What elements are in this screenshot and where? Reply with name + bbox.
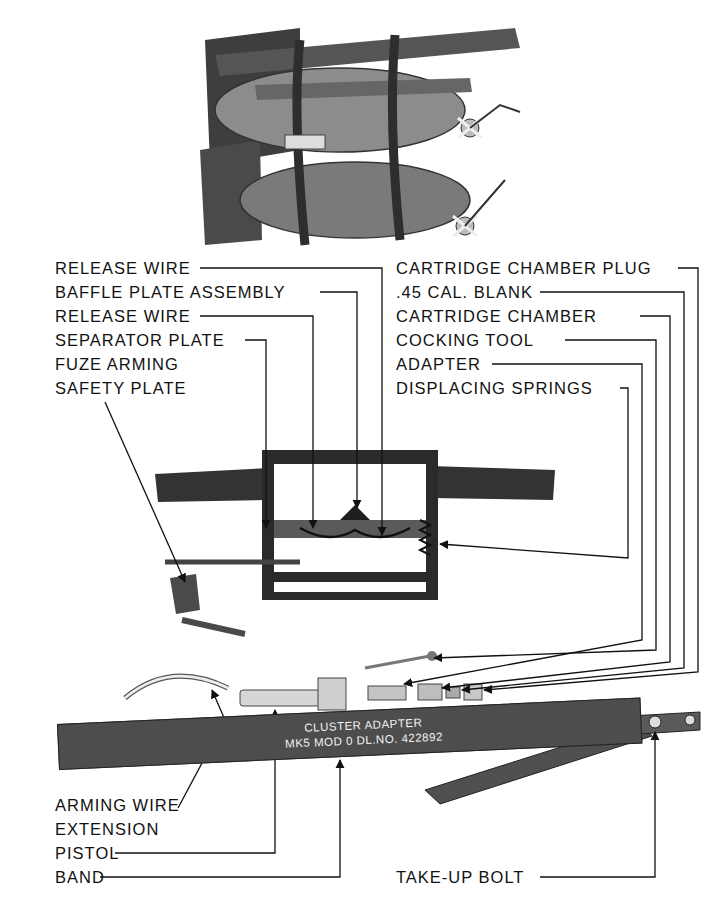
leader-line (320, 292, 357, 508)
fin-plate (430, 466, 555, 500)
blank-cartridge (446, 687, 460, 698)
spring (420, 520, 430, 555)
chamber-plug (464, 684, 482, 700)
baffle-plate (340, 505, 370, 520)
part-label: CARTRIDGE CHAMBER PLUG (396, 256, 651, 280)
frame-plate (255, 78, 472, 100)
rod (165, 560, 300, 565)
arming-rod (465, 105, 520, 226)
part-label: ARMING WIRE EXTENSION (55, 793, 215, 841)
leader-line (440, 388, 628, 558)
leader-line (404, 364, 642, 684)
cocking-tool (365, 656, 430, 668)
part-label: BAFFLE PLATE ASSEMBLY (55, 280, 285, 304)
arming-wire (125, 676, 228, 698)
take-up-bolt-nut (685, 715, 695, 725)
safety-plate-arm (182, 620, 245, 634)
loose-parts (125, 574, 700, 804)
separator-plate (274, 520, 426, 538)
part-label: BAND (55, 865, 105, 889)
chamber-part (418, 684, 442, 700)
part-label: COCKING TOOL (396, 328, 534, 352)
part-label: PISTOL (55, 841, 119, 865)
clamp (285, 135, 325, 149)
leader-line (200, 268, 382, 535)
fin-plate (155, 468, 270, 502)
pistol-head (318, 678, 346, 710)
adapter-part (368, 686, 406, 700)
part-label: DISPLACING SPRINGS (396, 376, 593, 400)
leader-line (462, 292, 684, 690)
part-label: RELEASE WIRE (55, 256, 191, 280)
safety-plate (170, 574, 200, 614)
arming-wire (125, 676, 228, 698)
leader-line (245, 340, 266, 528)
leader-line (100, 760, 340, 877)
part-label: FUZE ARMING SAFETY PLATE (55, 352, 215, 400)
release-wire (300, 528, 410, 537)
bomb-body (240, 162, 470, 238)
frame-rail (262, 592, 438, 600)
leader-line (540, 732, 655, 877)
leader-line (105, 402, 185, 582)
part-label: SEPARATOR PLATE (55, 328, 225, 352)
take-up-bolt (649, 716, 661, 728)
frame-rail (262, 572, 438, 582)
assembled-cluster (200, 28, 520, 245)
part-label: TAKE-UP BOLT (396, 865, 524, 889)
frame-plate (215, 28, 520, 76)
part-label: ADAPTER (396, 352, 481, 376)
pistol-body (240, 690, 320, 706)
cocking-tool-knob (427, 651, 437, 661)
frame-bar (262, 450, 438, 464)
part-label: RELEASE WIRE (55, 304, 191, 328)
part-label: CARTRIDGE CHAMBER (396, 304, 597, 328)
frame-assembly (155, 450, 555, 600)
leader-lines (100, 268, 698, 877)
part-label: .45 CAL. BLANK (396, 280, 533, 304)
band-strap (392, 35, 400, 240)
